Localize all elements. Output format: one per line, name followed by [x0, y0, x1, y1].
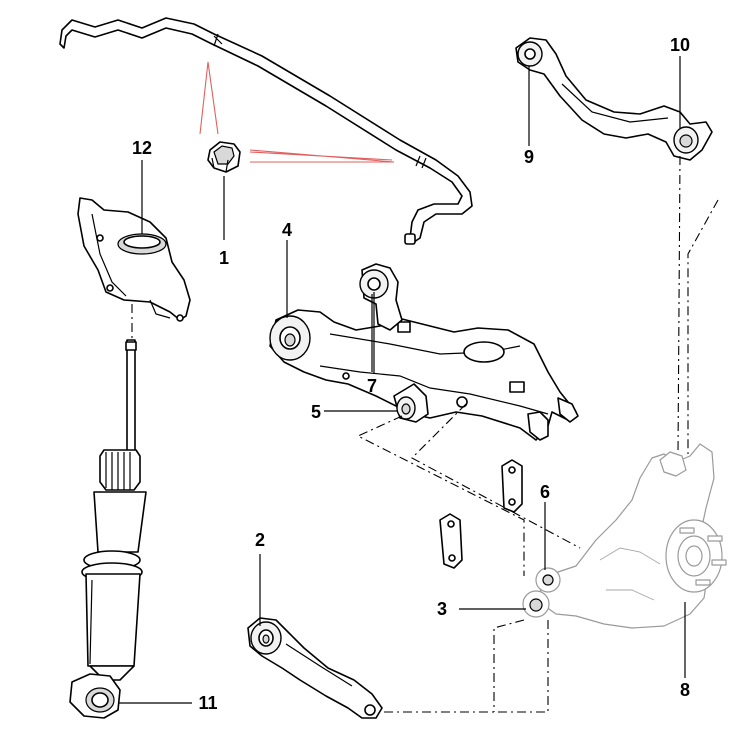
bushing-locating-lines [199, 61, 395, 163]
callout-12: 12 [132, 138, 152, 158]
callout-4: 4 [282, 220, 292, 240]
leader-lines [118, 56, 686, 704]
control-arm-bushing [393, 383, 429, 423]
stabilizer-bushing [207, 141, 241, 173]
callout-8: 8 [680, 680, 690, 700]
upper-mount-bracket [77, 197, 191, 322]
callout-9: 9 [524, 147, 534, 167]
wheel-knuckle [522, 443, 727, 629]
lower-link-arm [247, 617, 383, 719]
callout-10: 10 [670, 35, 690, 55]
callout-3: 3 [437, 599, 447, 619]
lower-control-arm [269, 263, 579, 441]
callout-5: 5 [311, 402, 321, 422]
dash-lines-control-arm [356, 403, 581, 713]
callout-11: 11 [198, 693, 217, 713]
dash-line-upper-arm [677, 155, 719, 455]
upper-control-arm [515, 37, 713, 161]
link-plates [439, 459, 523, 569]
callout-labels: 1 2 3 4 5 6 7 8 9 10 11 12 [132, 35, 690, 713]
callout-7: 7 [367, 376, 377, 396]
callout-6: 6 [540, 482, 550, 502]
stabilizer-bar [59, 17, 473, 245]
callout-1: 1 [219, 248, 229, 268]
callout-2: 2 [255, 530, 265, 550]
shock-absorber [69, 339, 147, 719]
